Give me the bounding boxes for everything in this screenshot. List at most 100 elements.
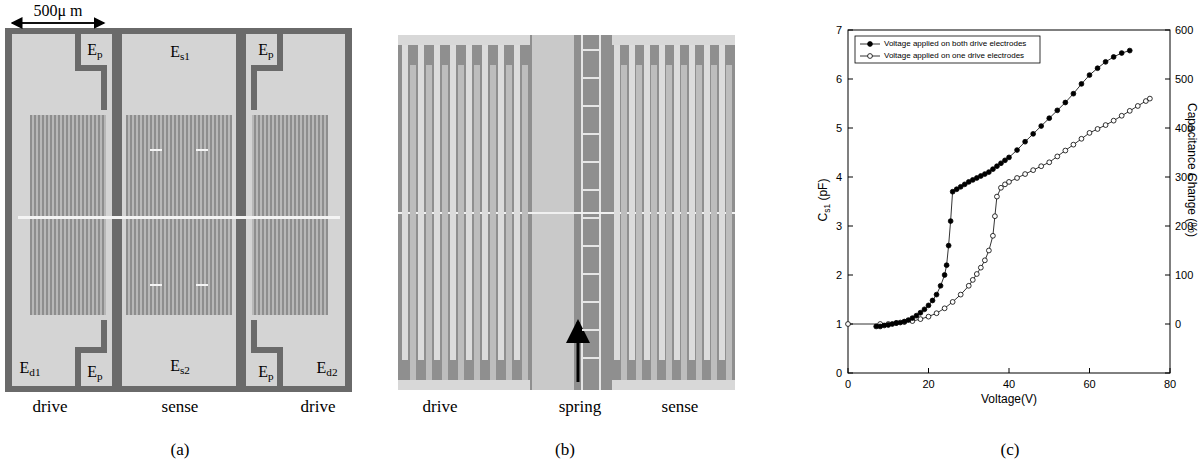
scale-label: 500μ m: [33, 2, 82, 20]
tick: [848, 128, 853, 129]
data-point: [1071, 142, 1076, 147]
tick-label: 500: [1175, 73, 1193, 85]
panel-label: (c): [1001, 441, 1020, 460]
comb-finger: [522, 65, 528, 380]
data-point: [926, 303, 931, 308]
tick-label: 600: [1175, 24, 1193, 36]
data-point: [999, 185, 1004, 190]
data-point: [1103, 59, 1108, 64]
data-point: [1055, 154, 1060, 159]
comb-finger: [666, 65, 672, 380]
tick: [1165, 30, 1170, 31]
axis-title: Capacitance Change (%): [1184, 103, 1197, 237]
tick-label: 80: [1164, 378, 1176, 390]
tick-label: 2: [836, 269, 842, 281]
spring-rung: [582, 245, 600, 247]
tick-label: 0: [836, 367, 842, 379]
data-point: [930, 298, 935, 303]
tick: [928, 368, 929, 373]
tick: [1165, 324, 1170, 325]
data-point: [942, 273, 947, 278]
tick: [1009, 368, 1010, 373]
data-point: [1015, 148, 1020, 153]
tick-label: 4: [836, 171, 842, 183]
region-label: drive: [423, 398, 458, 417]
chart-frame: [846, 30, 1170, 373]
data-point: [978, 265, 983, 270]
spring-rung: [582, 301, 600, 303]
zoom-photo: [398, 35, 735, 390]
comb-finger: [458, 65, 464, 380]
device-photo: [5, 1, 352, 392]
comb-finger: [719, 45, 725, 360]
comb-finger: [498, 45, 504, 360]
data-line: [876, 51, 1130, 327]
data-point: [986, 248, 991, 253]
tick: [1165, 79, 1170, 80]
data-point: [958, 292, 963, 297]
tick-label: 3: [836, 220, 842, 232]
data-point: [918, 310, 923, 315]
tick: [1170, 368, 1171, 373]
comb-finger: [621, 65, 627, 380]
region-label: sense: [662, 398, 699, 417]
spring-rung: [582, 189, 600, 191]
spring-rung: [582, 49, 600, 51]
tick-label: 6: [836, 73, 842, 85]
data-point: [1087, 73, 1092, 78]
tick-label: 5: [836, 122, 842, 134]
data-point: [1007, 155, 1012, 160]
comb-finger: [614, 45, 620, 360]
tick: [848, 275, 853, 276]
comb-finger: [402, 45, 408, 360]
comb-finger: [711, 65, 717, 380]
data-point: [1079, 82, 1084, 87]
data-point: [942, 306, 947, 311]
axis-title: Voltage(V): [981, 393, 1037, 406]
comb-finger: [410, 65, 416, 380]
data-point: [991, 233, 996, 238]
data-point: [970, 278, 975, 283]
data-point: [1055, 108, 1060, 113]
data-point: [1007, 180, 1012, 185]
electrode-label: Es1: [170, 43, 190, 61]
tick: [1089, 368, 1090, 373]
legend-text: Voltage applied on one drive electrodes: [884, 52, 1024, 61]
tick: [1165, 275, 1170, 276]
electrode-label: Ep: [258, 363, 273, 381]
comb-finger: [442, 65, 448, 380]
data-point: [966, 283, 971, 288]
electrode-label: Ep: [87, 363, 102, 381]
data-point: [934, 292, 939, 297]
data-point: [944, 263, 949, 268]
data-point: [1127, 48, 1132, 53]
tick-label: 0: [845, 378, 851, 390]
region-label: sense: [162, 398, 199, 417]
comb-finger: [482, 45, 488, 360]
tick: [848, 226, 853, 227]
data-point: [1095, 66, 1100, 71]
spring-rung: [582, 105, 600, 107]
data-point: [1147, 96, 1152, 101]
data-point: [1095, 127, 1100, 132]
electrode-label: Es2: [170, 357, 190, 375]
comb-finger: [418, 45, 424, 360]
data-point: [1079, 136, 1084, 141]
legend-sample: [868, 42, 873, 47]
comb-finger: [434, 45, 440, 360]
panel-label: (b): [555, 441, 575, 460]
spring-rung: [582, 217, 600, 219]
tick-label: 0: [1175, 318, 1181, 330]
comb-finger: [681, 65, 687, 380]
comb-finger: [474, 65, 480, 380]
data-point: [946, 243, 951, 248]
data-point: [1063, 148, 1068, 153]
data-point: [948, 219, 953, 224]
data-point: [1023, 172, 1028, 177]
tick: [848, 368, 849, 373]
data-point: [846, 322, 851, 327]
data-point: [993, 214, 998, 219]
electrode-label: Ep: [258, 41, 273, 59]
data-point: [974, 272, 979, 277]
data-point: [1047, 116, 1052, 121]
